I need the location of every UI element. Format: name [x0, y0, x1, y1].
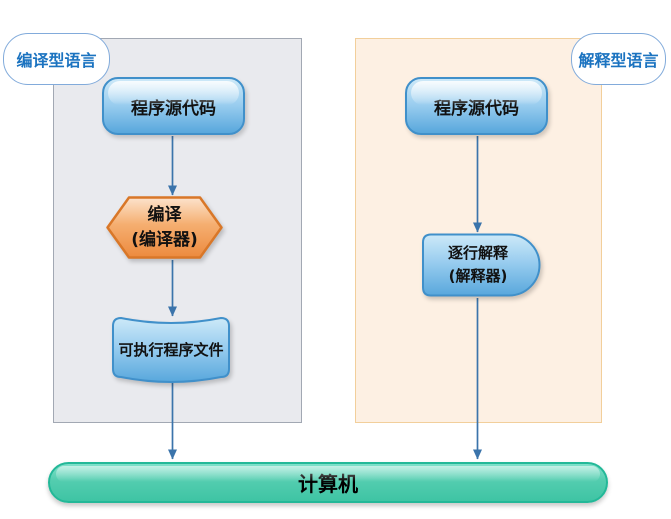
- interpret-step-label: 逐行解释: [447, 244, 508, 262]
- interpreted-language-callout: 解释型语言: [571, 33, 666, 85]
- interpreted-source-code-node: 程序源代码: [405, 77, 548, 135]
- compile-step-label: 编译: [147, 204, 182, 225]
- interpret-step-node: 逐行解释 (解释器): [421, 233, 543, 297]
- executable-file-node: 可执行程序文件: [111, 313, 231, 391]
- hexagon-shape: [106, 196, 223, 259]
- compiled-source-code-label: 程序源代码: [131, 98, 216, 119]
- compiled-source-code-node: 程序源代码: [102, 77, 245, 135]
- executable-file-shape: [112, 316, 230, 383]
- executable-file-label: 可执行程序文件: [118, 340, 224, 359]
- compiled-language-callout: 编译型语言: [3, 33, 110, 85]
- interpreted-language-callout-label: 解释型语言: [578, 51, 659, 70]
- compile-step-sublabel: (编译器): [131, 229, 198, 250]
- compile-step-node: 编译 (编译器): [106, 196, 223, 259]
- interpret-step-shape: [422, 233, 541, 297]
- gloss-highlight: [56, 466, 600, 482]
- compiled-language-callout-label: 编译型语言: [16, 51, 97, 70]
- interpret-step-sublabel: (解释器): [448, 267, 508, 285]
- computer-bar: 计算机: [48, 462, 608, 503]
- interpreted-source-code-label: 程序源代码: [434, 98, 519, 119]
